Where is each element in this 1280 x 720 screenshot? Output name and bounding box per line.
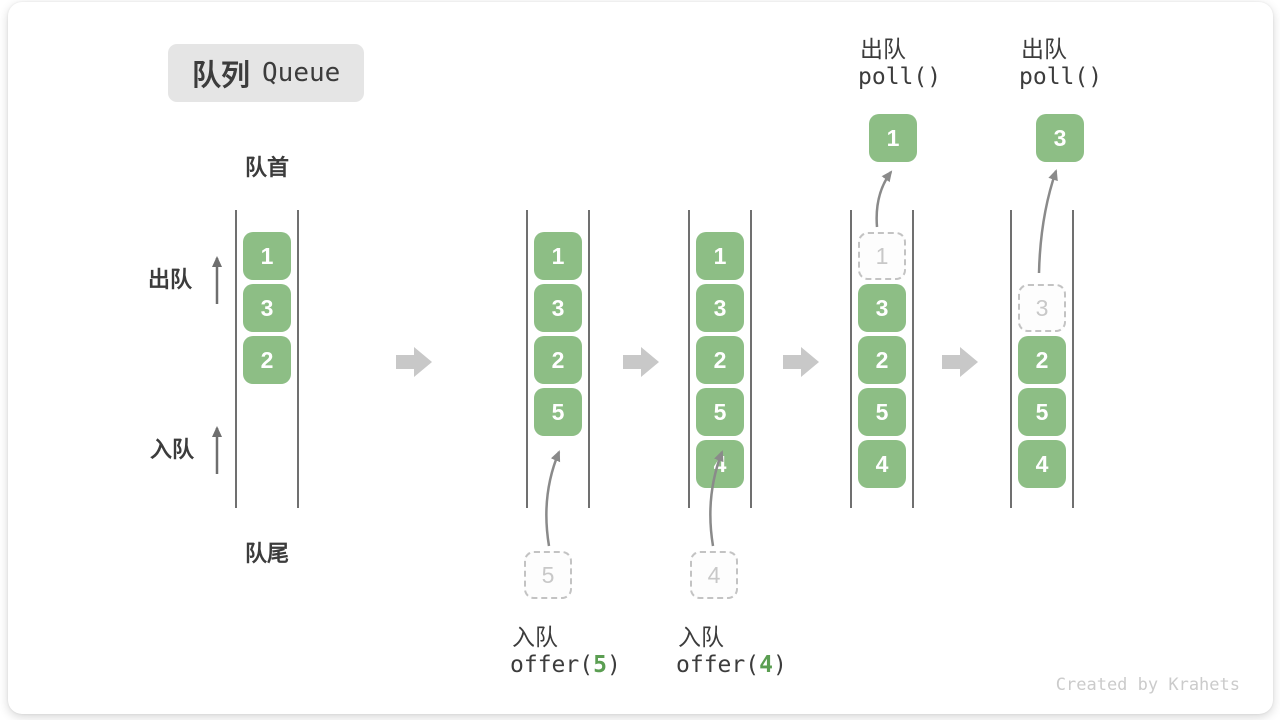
title-en: Queue [262, 58, 341, 88]
queue4-cell: 2 [858, 336, 906, 384]
queue4-op-label: 出队 [860, 36, 906, 62]
queue1-cell: 3 [243, 284, 291, 332]
queue4-cell: 5 [858, 388, 906, 436]
diagram-card [8, 2, 1273, 714]
code-arg: 4 [759, 652, 773, 678]
enqueue-side-label: 入队 [150, 437, 195, 462]
queue2-left-wall [526, 210, 528, 508]
que3-cell: 2 [696, 336, 744, 384]
queue4-right-wall [912, 210, 914, 508]
dequeue-side-label: 出队 [148, 267, 193, 292]
queue3-cell: 1 [696, 232, 744, 280]
queue2-cell: 2 [534, 336, 582, 384]
queue3-op-label: 入队 [678, 624, 724, 650]
queue5-removed-slot: 3 [1018, 284, 1066, 332]
code-pre: offer( [510, 652, 594, 678]
queue2-op-code: offer(5) [510, 652, 621, 678]
title-badge: 队列 Queue [168, 44, 365, 102]
queue2-cell: 1 [534, 232, 582, 280]
queue2-right-wall [588, 210, 590, 508]
code-arg: 5 [593, 652, 607, 678]
queue1-cell: 2 [243, 336, 291, 384]
queue5-cell: 4 [1018, 440, 1066, 488]
queue3-pending-value-box: 4 [690, 551, 738, 599]
queue5-op-label: 出队 [1021, 36, 1067, 62]
queue2-pending-value-box: 5 [524, 551, 572, 599]
queue2-cell: 3 [534, 284, 582, 332]
code-pre: offer( [676, 652, 760, 678]
queue5-op-code: poll() [1019, 64, 1103, 90]
queue-tail-label: 队尾 [244, 541, 289, 566]
watermark: Created by Krahets [1055, 675, 1240, 695]
queue5-popped-value-box: 3 [1036, 114, 1084, 162]
queue1-left-wall [235, 210, 237, 508]
queue4-op-code: poll() [858, 64, 942, 90]
queue4-cell: 3 [858, 284, 906, 332]
queue3-cell: 5 [696, 388, 744, 436]
queue2-cell: 5 [534, 388, 582, 436]
queue4-removed-slot: 1 [858, 232, 906, 280]
code-post: ) [772, 652, 787, 678]
queue-head-label: 队首 [244, 155, 289, 180]
queue3-op-code: offer(4) [676, 652, 787, 678]
queue4-cell: 4 [858, 440, 906, 488]
queue1-cell: 1 [243, 232, 291, 280]
queue3-left-wall [688, 210, 690, 508]
queue5-cell: 5 [1018, 388, 1066, 436]
queue2-op-label: 入队 [512, 624, 558, 650]
queue3-cell: 4 [696, 440, 744, 488]
queue5-right-wall [1072, 210, 1074, 508]
queue5-cell: 2 [1018, 336, 1066, 384]
queue4-left-wall [850, 210, 852, 508]
title-zh: 队列 [192, 60, 251, 92]
queue3-right-wall [750, 210, 752, 508]
queue1-right-wall [297, 210, 299, 508]
queue3-cell: 3 [696, 284, 744, 332]
queue5-left-wall [1010, 210, 1012, 508]
queue4-popped-value-box: 1 [869, 114, 917, 162]
code-post: ) [606, 652, 621, 678]
